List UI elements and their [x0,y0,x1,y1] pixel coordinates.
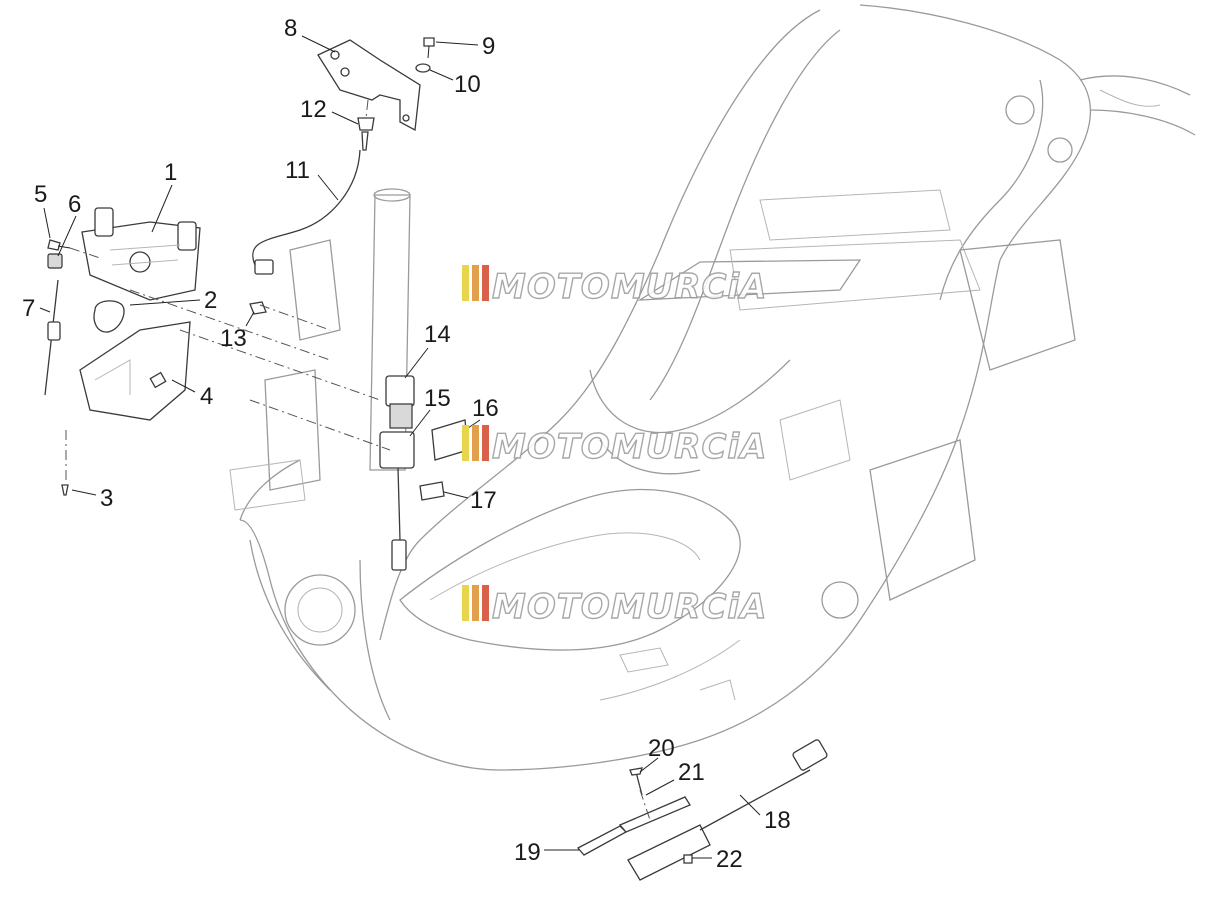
watermark-stripe-1 [462,585,469,621]
part-8-bracket [317,39,421,132]
part-5-screw [47,239,71,251]
callout-15: 15 [424,385,451,412]
part-18-sensor-cable [627,739,828,881]
watermark-top: MOTOMURCiA [462,265,767,308]
part-11-wire [252,149,361,275]
watermark-stripe-1 [462,265,469,301]
part-12-grommet [357,117,375,151]
part-1-lock-body [81,207,201,301]
part-3-screw [61,484,69,496]
callout-22: 22 [716,846,743,873]
callout-6: 6 [68,191,81,218]
callout-16: 16 [472,395,499,422]
part-6-clip [47,253,63,269]
watermark-stripe-3 [482,585,489,621]
callout-21: 21 [678,759,705,786]
assembly-axis-lines [65,99,651,821]
callout-14: 14 [424,321,451,348]
watermark-stripe-3 [482,265,489,301]
callout-2: 2 [204,287,217,314]
watermark-text: MOTOMURCiA [492,427,767,467]
callout-9: 9 [482,33,495,60]
watermark-bottom: MOTOMURCiA [462,585,767,628]
callout-labels: 1 2 3 4 5 6 7 8 9 10 11 12 13 14 15 16 1… [22,15,791,873]
callout-18: 18 [764,807,791,834]
part-19-plate [576,796,691,856]
callout-11: 11 [285,157,310,184]
watermark-stripe-1 [462,425,469,461]
callout-13: 13 [220,325,247,352]
watermark-middle: MOTOMURCiA [462,425,767,468]
watermark-stripe-3 [482,425,489,461]
part-20-screw [629,767,643,796]
callout-20: 20 [648,735,675,762]
callout-3: 3 [100,485,113,512]
callout-10: 10 [454,71,481,98]
part-2-connector [93,300,125,333]
part-15-socket [379,431,415,571]
leader-lines [39,35,761,859]
callout-8: 8 [284,15,297,42]
watermark-text: MOTOMURCiA [492,587,767,627]
scooter-frame [229,4,1196,771]
part-22-nut [683,854,693,864]
part-4-bracket [79,321,191,421]
part-17-block [419,481,445,501]
watermark-stripe-2 [472,265,479,301]
part-7-cable [44,279,61,396]
callout-4: 4 [200,383,213,410]
part-13-nut [249,301,267,315]
part-14-relay [385,375,415,429]
callout-7: 7 [22,295,35,322]
callout-5: 5 [34,181,47,208]
watermark-stripe-2 [472,585,479,621]
part-9-bolt [423,37,435,59]
callout-19: 19 [514,839,541,866]
callout-12: 12 [300,96,327,123]
watermark-text: MOTOMURCiA [492,267,767,307]
part-10-washer [415,63,431,73]
callout-17: 17 [470,487,497,514]
callout-1: 1 [164,159,177,186]
watermark-stripe-2 [472,425,479,461]
